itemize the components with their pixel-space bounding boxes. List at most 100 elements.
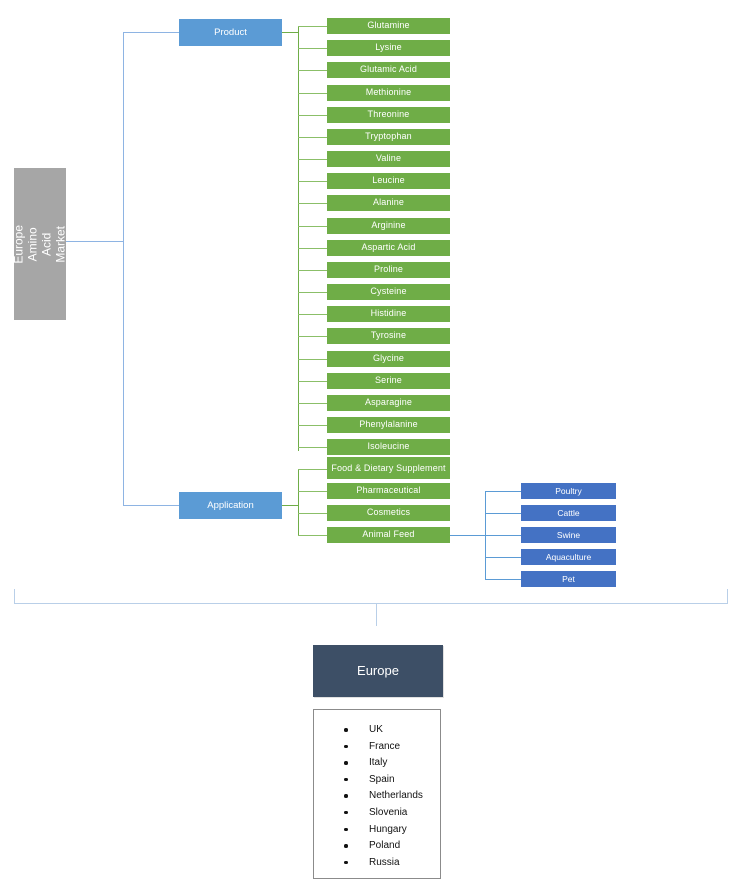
application-node-pharmaceutical[interactable]: Pharmaceutical	[327, 483, 450, 499]
connector-animalfeed-stem	[450, 535, 486, 536]
list-item: Hungary	[344, 822, 440, 839]
connector-category-trunk	[123, 32, 124, 505]
product-node-glutamic-acid[interactable]: Glutamic Acid	[327, 62, 450, 78]
connector-product-branch	[298, 425, 327, 426]
product-node-cysteine[interactable]: Cysteine	[327, 284, 450, 300]
product-node-label: Isoleucine	[367, 441, 410, 452]
connector-product-branch	[298, 403, 327, 404]
product-node-label: Valine	[375, 153, 402, 164]
product-node-threonine[interactable]: Threonine	[327, 107, 450, 123]
product-node-label: Tryptophan	[365, 131, 412, 142]
connector-product-branch	[298, 137, 327, 138]
product-node-tyrosine[interactable]: Tyrosine	[327, 328, 450, 344]
product-node-label: Methionine	[365, 87, 412, 98]
product-node-label: Aspartic Acid	[361, 242, 416, 253]
product-node-asparagine[interactable]: Asparagine	[327, 395, 450, 411]
category-node-label: Application	[207, 499, 254, 511]
connector-application-stem	[282, 505, 299, 506]
product-node-label: Threonine	[367, 109, 410, 120]
segment-node-pet[interactable]: Pet	[521, 571, 616, 587]
product-node-histidine[interactable]: Histidine	[327, 306, 450, 322]
connector-application-branch	[298, 469, 327, 470]
application-node-animal-feed[interactable]: Animal Feed	[327, 527, 450, 543]
product-node-valine[interactable]: Valine	[327, 151, 450, 167]
connector-application-branch	[298, 491, 327, 492]
product-node-label: Arginine	[371, 220, 406, 231]
product-node-label: Tyrosine	[370, 330, 407, 341]
list-item: Slovenia	[344, 805, 440, 822]
application-node-label: Food & Dietary Supplement	[331, 462, 446, 473]
segment-node-poultry[interactable]: Poultry	[521, 483, 616, 499]
region-node-label: Europe	[357, 663, 399, 679]
application-node-label: Pharmaceutical	[356, 485, 421, 496]
country-list: UK France Italy Spain Netherlands Sloven…	[314, 722, 440, 871]
connector-product-branch	[298, 270, 327, 271]
application-node-label: Animal Feed	[362, 529, 415, 540]
connector-application-branch	[298, 535, 327, 536]
segment-node-cattle[interactable]: Cattle	[521, 505, 616, 521]
product-node-proline[interactable]: Proline	[327, 262, 450, 278]
segment-node-label: Pet	[562, 573, 575, 584]
product-node-arginine[interactable]: Arginine	[327, 218, 450, 234]
connector-application-trunk	[298, 469, 299, 536]
list-item: Netherlands	[344, 788, 440, 805]
region-node-europe[interactable]: Europe	[313, 645, 443, 697]
connector-segment-branch	[485, 557, 521, 558]
segment-node-aquaculture[interactable]: Aquaculture	[521, 549, 616, 565]
product-node-lysine[interactable]: Lysine	[327, 40, 450, 56]
connector-product-branch	[298, 26, 327, 27]
product-node-label: Glutamic Acid	[360, 64, 417, 75]
connector-product-branch	[298, 48, 327, 49]
connector-product-branch	[298, 336, 327, 337]
connector-to-product	[123, 32, 179, 33]
region-bracket-right-tip	[727, 589, 728, 604]
segment-node-label: Aquaculture	[545, 551, 592, 562]
product-node-methionine[interactable]: Methionine	[327, 85, 450, 101]
connector-root-stem	[66, 241, 123, 242]
product-node-leucine[interactable]: Leucine	[327, 173, 450, 189]
list-item: Poland	[344, 838, 440, 855]
product-node-label: Cysteine	[370, 286, 407, 297]
connector-product-branch	[298, 359, 327, 360]
product-node-label: Leucine	[372, 175, 405, 186]
product-node-tryptophan[interactable]: Tryptophan	[327, 129, 450, 145]
segment-node-label: Cattle	[557, 507, 580, 518]
product-node-label: Asparagine	[364, 397, 413, 408]
product-node-phenylalanine[interactable]: Phenylalanine	[327, 417, 450, 433]
category-node-label: Product	[214, 26, 247, 38]
product-node-label: Glycine	[372, 353, 405, 364]
segment-node-label: Poultry	[555, 485, 582, 496]
connector-product-branch	[298, 292, 327, 293]
product-node-label: Alanine	[372, 197, 405, 208]
connector-to-application	[123, 505, 179, 506]
connector-application-branch	[298, 513, 327, 514]
product-node-label: Proline	[373, 264, 404, 275]
application-node-food-dietary-supplement[interactable]: Food & Dietary Supplement	[327, 457, 450, 479]
application-node-cosmetics[interactable]: Cosmetics	[327, 505, 450, 521]
list-item: Russia	[344, 855, 440, 872]
product-node-alanine[interactable]: Alanine	[327, 195, 450, 211]
product-node-serine[interactable]: Serine	[327, 373, 450, 389]
connector-product-branch	[298, 314, 327, 315]
connector-product-branch	[298, 181, 327, 182]
connector-product-trunk	[298, 26, 299, 451]
connector-product-stem	[282, 32, 299, 33]
product-node-glutamine[interactable]: Glutamine	[327, 18, 450, 34]
region-bracket-left-tip	[14, 589, 15, 604]
product-node-label: Serine	[375, 375, 402, 386]
product-node-isoleucine[interactable]: Isoleucine	[327, 439, 450, 455]
connector-product-branch	[298, 226, 327, 227]
product-node-glycine[interactable]: Glycine	[327, 351, 450, 367]
connector-product-branch	[298, 159, 327, 160]
region-bracket-horizontal	[14, 603, 727, 604]
root-node-europe-amino-acid-market[interactable]: Europe Amino Acid Market	[12, 168, 68, 320]
application-node-label: Cosmetics	[366, 507, 411, 518]
list-item: France	[344, 739, 440, 756]
category-node-product[interactable]: Product	[179, 19, 282, 46]
product-node-aspartic-acid[interactable]: Aspartic Acid	[327, 240, 450, 256]
segment-node-label: Swine	[556, 529, 581, 540]
connector-product-branch	[298, 70, 327, 71]
segment-node-swine[interactable]: Swine	[521, 527, 616, 543]
category-node-application[interactable]: Application	[179, 492, 282, 519]
